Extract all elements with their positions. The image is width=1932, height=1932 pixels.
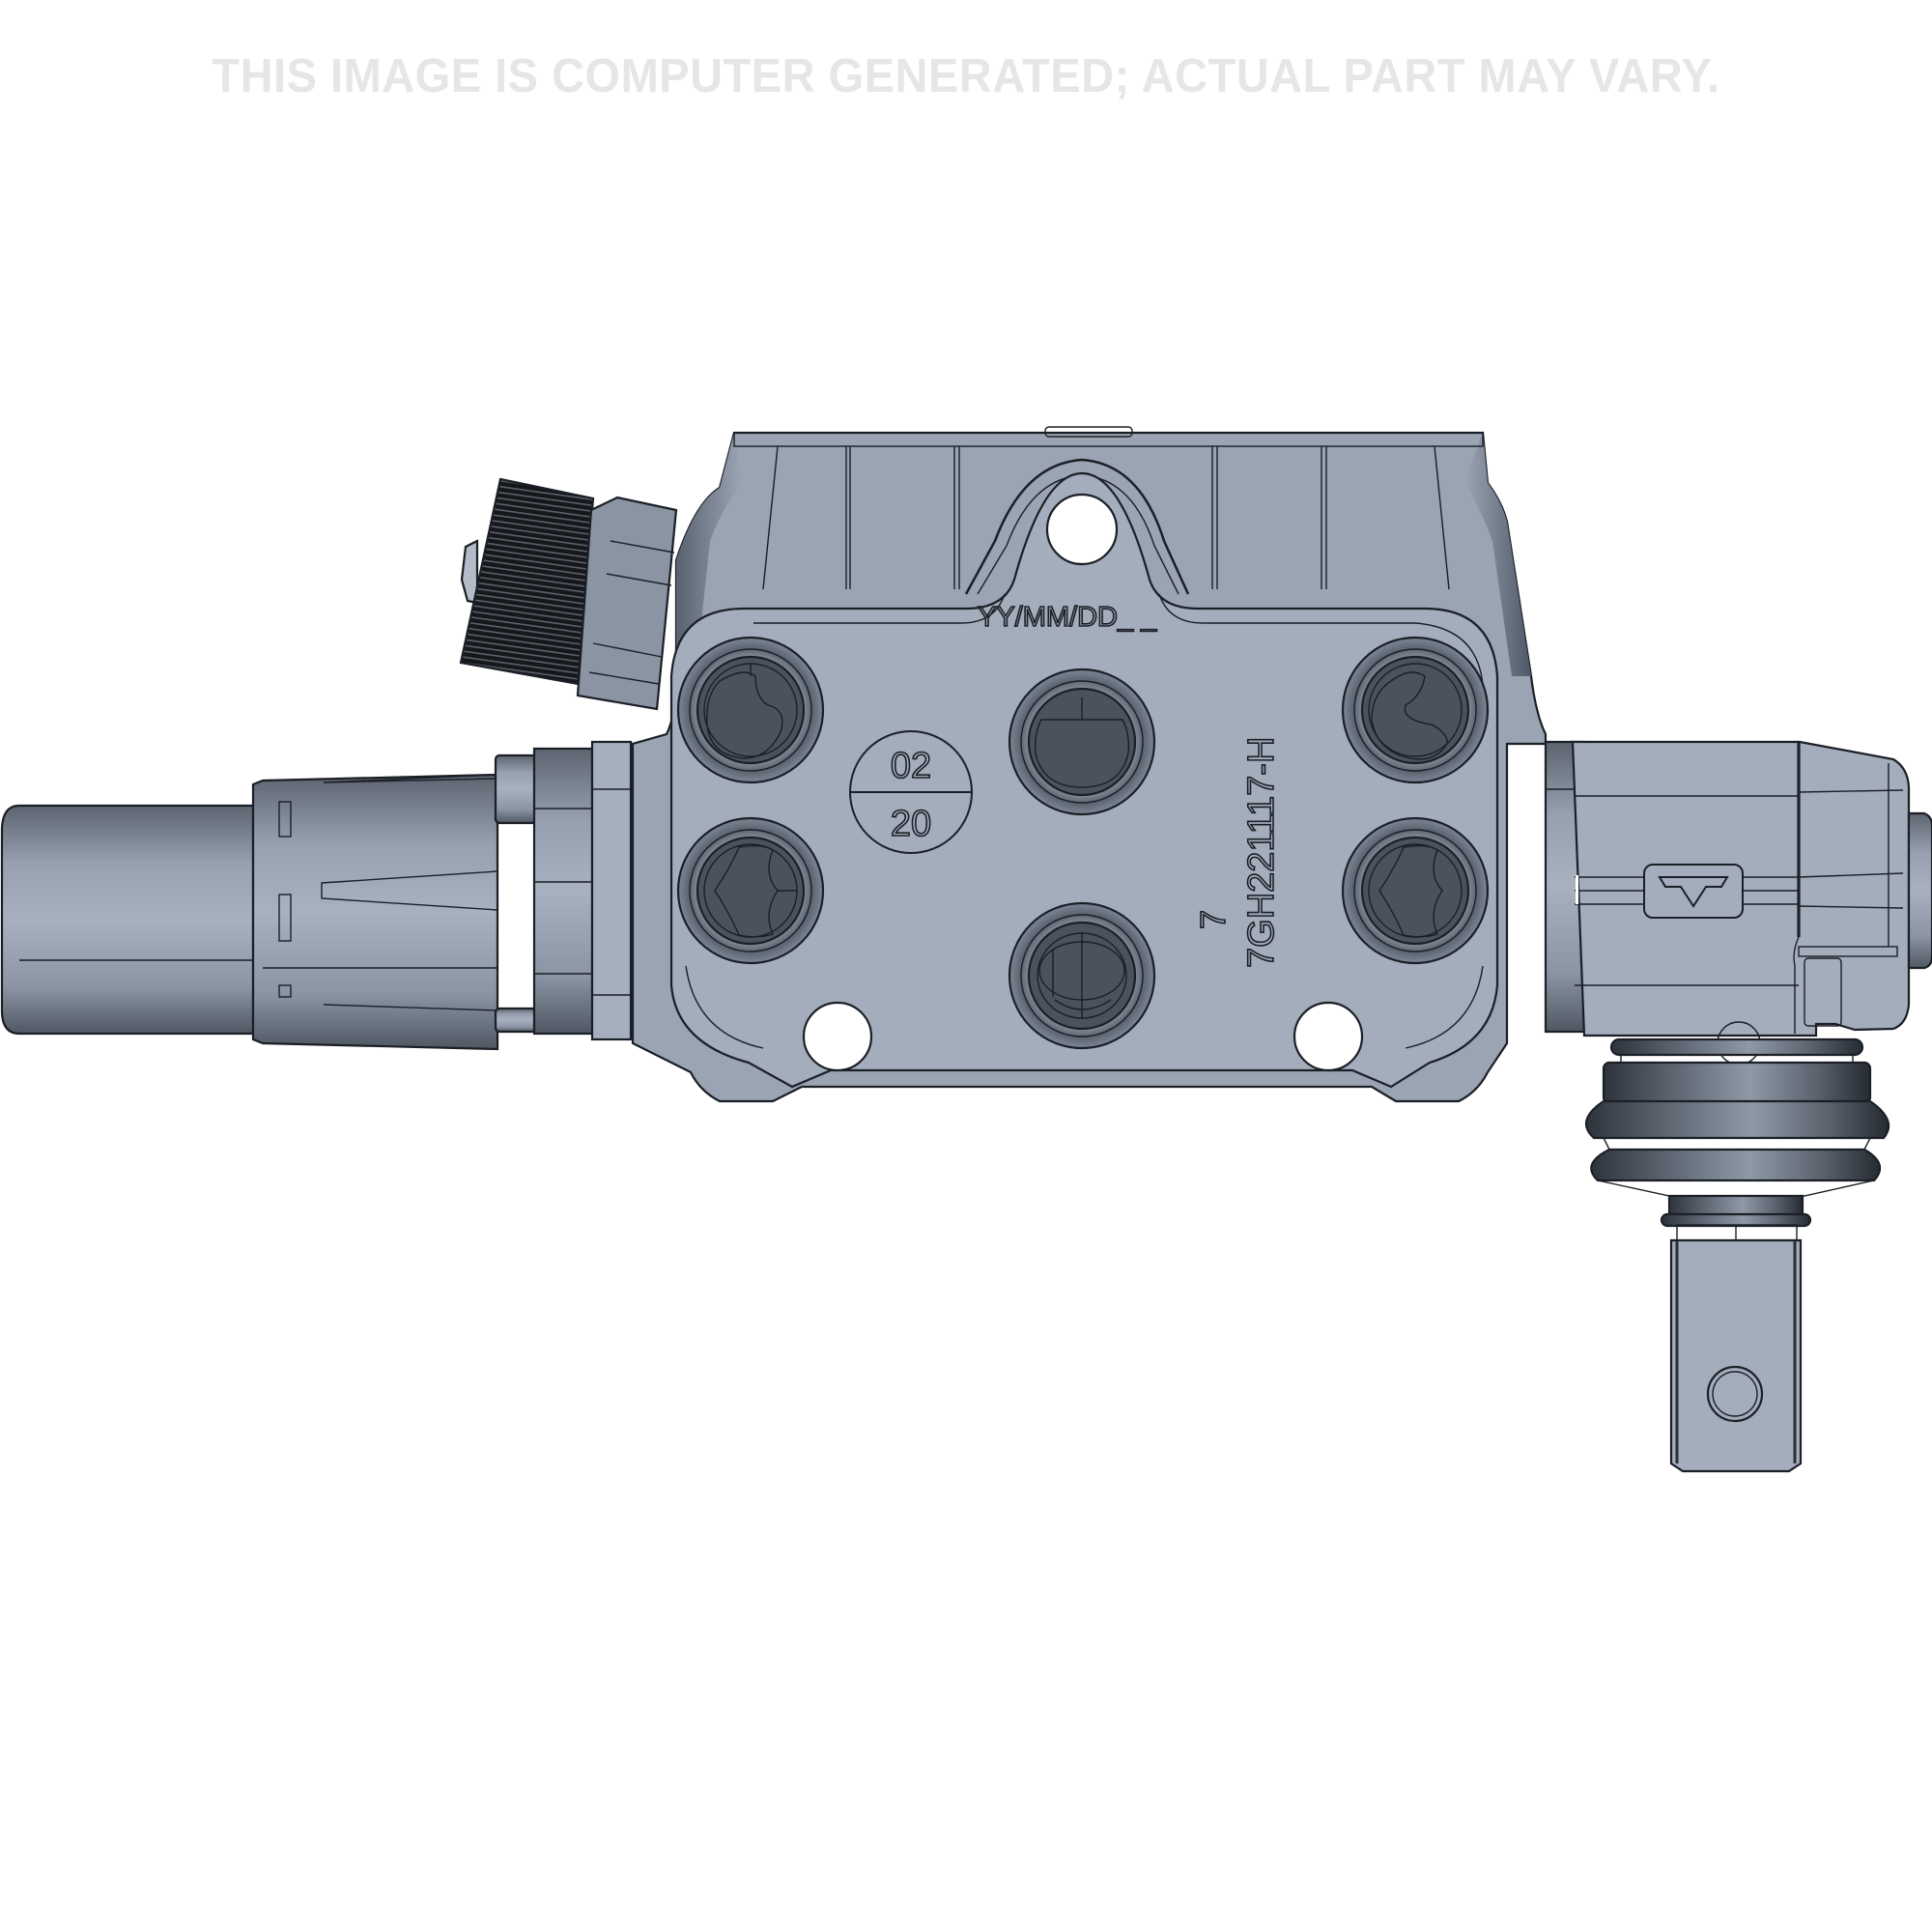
lever-tang bbox=[1669, 1238, 1803, 1473]
date-wheel-bottom: 20 bbox=[891, 804, 931, 844]
part-number: 7GH221117-H bbox=[1241, 737, 1282, 968]
mounting-hole-right bbox=[1293, 1001, 1364, 1072]
port-upper-center bbox=[1008, 668, 1156, 816]
mounting-hole-left bbox=[802, 1001, 873, 1072]
draft-lines bbox=[762, 445, 1450, 590]
port-lower-center bbox=[1008, 901, 1156, 1050]
port-lower-right bbox=[1341, 816, 1490, 965]
port-upper-right bbox=[1341, 636, 1490, 784]
date-stamp-label: YY/MM/DD_ _ bbox=[978, 602, 1157, 633]
date-wheel-top: 02 bbox=[891, 746, 931, 786]
section-number: 7 bbox=[1193, 910, 1233, 929]
actuator-housing bbox=[1544, 740, 1932, 1037]
disclaimer-text: THIS IMAGE IS COMPUTER GENERATED; ACTUAL… bbox=[212, 47, 1720, 102]
port-lower-left bbox=[676, 816, 825, 965]
v-wing-logo-icon bbox=[1658, 876, 1729, 908]
knurled-adjuster-knob bbox=[459, 477, 678, 711]
port-upper-left bbox=[676, 636, 825, 784]
lever-boot bbox=[1584, 1021, 1890, 1241]
lever-pin-hole bbox=[1712, 1371, 1758, 1417]
brand-badge bbox=[1643, 864, 1744, 919]
date-code-wheel bbox=[849, 730, 973, 854]
spool-end-cap bbox=[0, 740, 633, 1051]
ear-mounting-hole bbox=[1045, 493, 1119, 566]
